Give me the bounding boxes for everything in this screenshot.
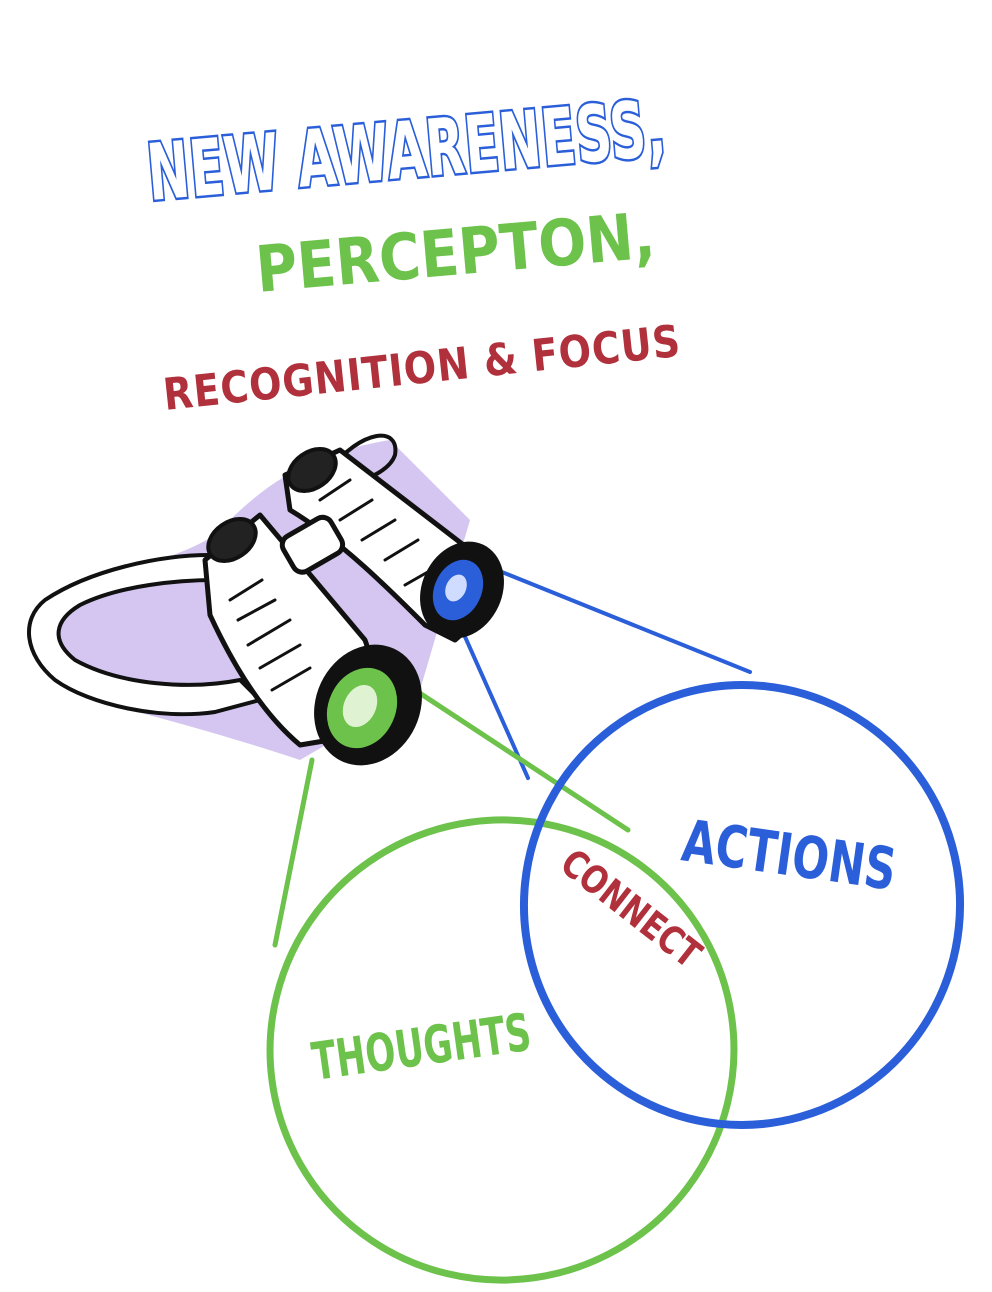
title-line-1: NEW AWARENESS, [144, 84, 670, 219]
title-line-2: PERCEPTON, [253, 199, 658, 308]
blue-beam-lower [460, 628, 530, 780]
vision-beams [272, 566, 752, 948]
blue-beam-upper [490, 566, 752, 674]
right-eyepiece [286, 447, 338, 493]
left-eyepiece [206, 517, 258, 563]
green-beam-left [272, 757, 315, 948]
barrel-hatching [228, 478, 442, 692]
thoughts-label: THOUGHTS [308, 1003, 534, 1093]
binoculars-strap [27, 553, 262, 717]
green-lens-highlight [342, 684, 378, 728]
actions-label: ACTIONS [678, 807, 900, 904]
actions-circle [519, 681, 965, 1129]
title-line-3: RECOGNITION & FOCUS [161, 316, 683, 421]
binoculars-hinge [279, 514, 346, 575]
title-block: NEW AWARENESS, PERCEPTON, RECOGNITION & … [141, 81, 683, 421]
thoughts-circle [266, 816, 738, 1284]
binoculars-icon [27, 433, 504, 766]
blue-lens-highlight [445, 574, 467, 602]
green-beam-right [412, 687, 631, 833]
